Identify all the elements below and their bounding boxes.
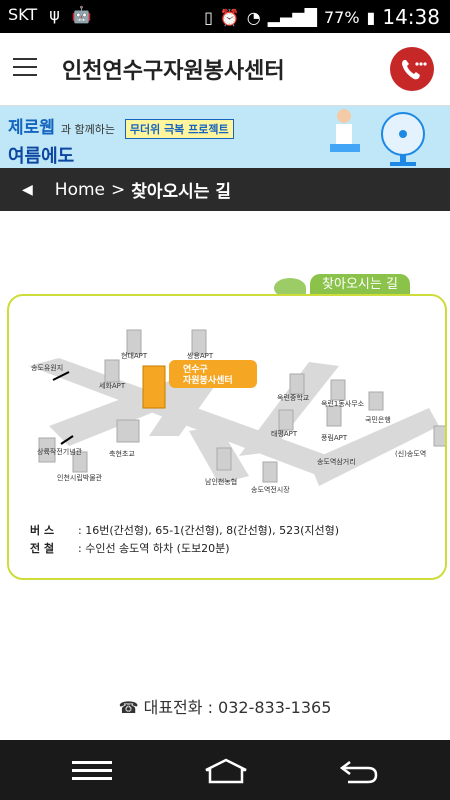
label-ssangyong: 쌍용APT (187, 351, 214, 360)
usb-icon: ψ (49, 5, 60, 24)
subway-row: 전 철 : 수인선 송도역 하차 (도보20분) (30, 540, 339, 558)
label-sehwa: 세화APT (99, 381, 126, 390)
home-nav-icon[interactable] (202, 758, 250, 784)
banner-with: 과 함께하는 (60, 123, 115, 136)
breadcrumb-separator: > (110, 179, 126, 200)
menu-icon[interactable] (13, 58, 37, 78)
building-songdo-station (433, 425, 445, 447)
label-songdo-park: 송도유원지 (31, 363, 63, 372)
status-bar: SKT ψ 🤖 ▯ ⏰ ◔ ▂▄▆█ 77% ▮ 14:38 (0, 0, 450, 33)
center-badge (169, 360, 257, 388)
bus-text: : 16번(간선형), 65-1(간선형), 8(간선형), 523(지선형) (78, 524, 340, 537)
phone-call-icon (402, 60, 427, 80)
subway-label: 전 철 (30, 542, 55, 555)
center-building (142, 365, 166, 409)
building-taepyeong (278, 409, 294, 431)
app-title: 인천연수구자원봉사센터 (62, 59, 285, 84)
fan-icon (381, 112, 425, 166)
transport-info: 버 스 : 16번(간선형), 65-1(간선형), 8(간선형), 523(지… (30, 522, 339, 558)
subway-text: : 수인선 송도역 하차 (도보20분) (78, 542, 230, 555)
label-market: 송도역전시장 (251, 485, 290, 494)
wifi-icon: ◔ (246, 7, 261, 27)
system-nav-bar (0, 740, 450, 800)
banner-brand: 제로웹 (8, 118, 55, 138)
back-arrow-icon[interactable]: ◀ (22, 181, 33, 198)
carrier-label: SKT (8, 5, 38, 24)
promo-banner[interactable]: 제로웹 과 함께하는 무더위 극복 프로젝트 여름에도 (0, 106, 450, 168)
arrow-songdo-park (52, 371, 70, 381)
back-nav-icon[interactable] (338, 758, 378, 784)
label-songdo-station: (신)송도역 (395, 449, 426, 458)
label-pungrim: 풍림APT (321, 434, 348, 442)
building-sehwa (104, 359, 120, 383)
label-memorial: 상륙작전기념관 (37, 447, 83, 456)
banner-line-1: 제로웹 과 함께하는 무더위 극복 프로젝트 (8, 113, 234, 139)
phone-icon: ▯ (204, 7, 213, 27)
road-southeast (309, 408, 439, 486)
label-chukhyeon: 축현초교 (109, 449, 135, 458)
building-memorial (38, 437, 56, 463)
battery-percent: 77% (323, 7, 360, 27)
signal-icon: ▂▄▆█ (267, 7, 317, 27)
breadcrumb-home[interactable]: Home (54, 179, 105, 200)
clock: 14:38 (382, 5, 440, 29)
app-bar: 인천연수구자원봉사센터 (0, 33, 450, 106)
android-icon: 🤖 (71, 5, 92, 24)
building-ssangyong (191, 329, 207, 355)
bus-row: 버 스 : 16번(간선형), 65-1(간선형), 8(간선형), 523(지… (30, 522, 339, 540)
center-name-2: 자원봉사센터 (183, 374, 233, 386)
banner-line-2: 여름에도 (8, 146, 75, 167)
building-kookmin (368, 391, 384, 411)
label-hyundai: 현대APT (121, 352, 148, 360)
center-name-1: 연수구 (183, 364, 208, 375)
call-button[interactable] (390, 47, 434, 91)
building-chukhyeon (116, 419, 140, 443)
location-map: 연수구 자원봉사센터 송도유원지 현대APT 쌍용APT 세화APT 옥련중학교… (7, 294, 447, 580)
building-okryeon-middle (289, 373, 305, 395)
menu-nav-icon[interactable] (72, 758, 112, 784)
arrow-memorial (60, 435, 74, 445)
bus-label: 버 스 (30, 524, 55, 537)
building-market (262, 461, 278, 483)
leaf-decoration (274, 278, 306, 298)
banner-project: 무더위 극복 프로젝트 (124, 119, 234, 139)
label-nonghyup: 남인천농협 (205, 477, 237, 486)
breadcrumb: ◀ Home > 찾아오시는 길 (0, 168, 450, 211)
section-tab: 찾아오시는 길 (310, 274, 410, 296)
label-museum: 인천시립박물관 (57, 473, 103, 482)
person-illustration (330, 109, 360, 152)
label-okryeon-office: 옥련1동사무소 (321, 399, 365, 408)
building-hyundai (126, 329, 142, 355)
alarm-icon: ⏰ (219, 7, 240, 27)
map-drawing: 연수구 자원봉사센터 송도유원지 현대APT 쌍용APT 세화APT 옥련중학교… (29, 329, 445, 494)
label-taepyeong: 태평APT (271, 429, 298, 438)
label-okryeon-middle: 옥련중학교 (277, 393, 310, 402)
battery-icon: ▮ (366, 7, 376, 27)
building-pungrim (326, 405, 342, 427)
breadcrumb-current: 찾아오시는 길 (131, 182, 231, 202)
road-east (239, 362, 339, 456)
building-museum (72, 451, 88, 473)
label-songdo-street: 송도역삼거리 (317, 457, 356, 466)
building-okryeon-office (330, 379, 346, 401)
contact-phone[interactable]: ☎ 대표전화 : 032-833-1365 (118, 698, 332, 717)
building-nonghyup (216, 447, 232, 471)
label-kookmin: 국민은행 (365, 415, 391, 424)
